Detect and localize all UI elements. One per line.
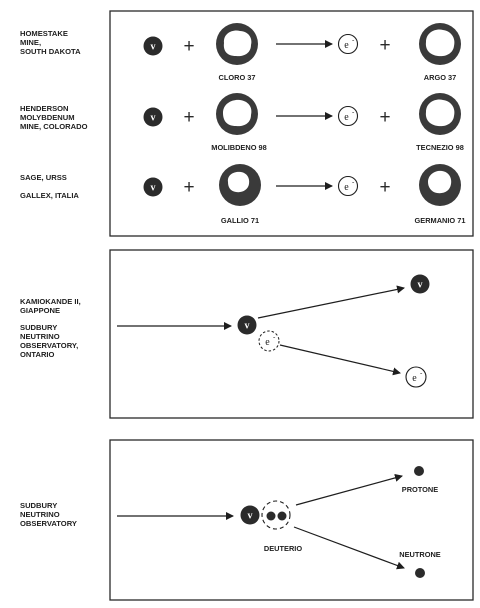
nucleus-core (425, 29, 455, 57)
electron-particle (337, 33, 359, 55)
neutrino-particle (143, 36, 163, 56)
electron-charge: - (352, 36, 355, 44)
panel3-labels: SUDBURY NEUTRINO OBSERVATORY (20, 501, 77, 528)
electron-charge: - (420, 369, 423, 377)
neutrino-symbol: v (418, 280, 423, 291)
nucleus-core (223, 30, 252, 57)
panel-deuterium-breakup (109, 439, 474, 601)
plus-sign: + (183, 107, 194, 128)
proton-arrow (295, 473, 403, 506)
detector-label-line: NEUTRINO (20, 332, 60, 341)
nucleus-core (428, 170, 452, 194)
detector-label-line: KAMIOKANDE II, (20, 297, 81, 306)
electron-particle (405, 366, 427, 388)
target-nucleus-label: CLORO 37 (219, 73, 256, 82)
row-label-line: MINE, (20, 38, 41, 47)
row-label-line: SOUTH DAKOTA (20, 47, 81, 56)
electron-charge: - (352, 108, 355, 116)
recoil-electron-arrow (279, 344, 401, 376)
row-label-line: GALLEX, ITALIA (20, 191, 79, 200)
scattered-neutrino-arrow (257, 285, 405, 319)
detector-label-line: SUDBURY (20, 323, 57, 332)
deuterium-nucleus (261, 500, 291, 530)
proton-particle (414, 466, 424, 476)
detector-label-line: SUDBURY (20, 501, 57, 510)
neutrino-particle (143, 107, 163, 127)
deuterium-label: DEUTERIO (264, 544, 302, 553)
electron-symbol: e (412, 373, 417, 384)
electron-symbol: e (344, 40, 349, 51)
neutrino-symbol: v (245, 321, 250, 332)
detector-label-line: OBSERVATORY, (20, 341, 78, 350)
plus-sign: + (379, 107, 390, 128)
target-nucleus-label: MOLIBDENO 98 (211, 143, 266, 152)
detector-label-line: OBSERVATORY (20, 519, 77, 528)
electron-particle (337, 105, 359, 127)
row-label-line: MINE, COLORADO (20, 122, 88, 131)
target-nucleus-label: GALLIO 71 (221, 216, 259, 225)
electron-charge: - (352, 178, 355, 186)
neutrino-particle (410, 274, 430, 294)
detector-label-line: NEUTRINO (20, 510, 60, 519)
plus-sign: + (183, 36, 194, 57)
neutrino-symbol: v (151, 42, 156, 53)
panel-elastic-scattering (109, 249, 474, 419)
neutron-arrow (293, 526, 405, 570)
neutrino-symbol: v (151, 113, 156, 124)
panel-radiochemical (109, 10, 474, 237)
neutrino-symbol: v (151, 183, 156, 194)
plus-sign: + (379, 177, 390, 198)
plus-sign: + (379, 35, 390, 56)
neutrino-particle (237, 315, 257, 335)
deuterium-boundary (261, 500, 291, 530)
proton-label: PROTONE (402, 485, 438, 494)
nucleus-core (425, 99, 455, 127)
row-label-line: HOMESTAKE (20, 29, 68, 38)
electron-particle-target (258, 330, 280, 352)
neutrino-symbol: v (248, 511, 253, 522)
detector-label-line: ONTARIO (20, 350, 55, 359)
neutron-label: NEUTRONE (399, 550, 441, 559)
electron-symbol: e (344, 112, 349, 123)
plus-sign: + (183, 177, 194, 198)
product-nucleus-label: ARGO 37 (424, 73, 456, 82)
row-label-line: HENDERSON (20, 104, 69, 113)
reaction-row-gallium: SAGE, URSS GALLEX, ITALIA v + GALLIO 71 … (20, 164, 465, 225)
neutrino-particle (240, 505, 260, 525)
reaction-row-chlorine: HOMESTAKE MINE, SOUTH DAKOTA v + CLORO 3… (20, 23, 461, 82)
detector-label-line: GIAPPONE (20, 306, 60, 315)
nucleus-core (227, 171, 250, 193)
row-label-line: MOLYBDENUM (20, 113, 75, 122)
panel2-labels: KAMIOKANDE II, GIAPPONE SUDBURY NEUTRINO… (20, 297, 81, 359)
electron-symbol: e (344, 182, 349, 193)
neutrino-particle (143, 177, 163, 197)
neutron-particle (415, 568, 425, 578)
reaction-row-molybdenum: HENDERSON MOLYBDENUM MINE, COLORADO v + … (20, 93, 464, 152)
nucleus-core (223, 99, 252, 127)
product-nucleus-label: GERMANIO 71 (415, 216, 466, 225)
electron-charge: - (273, 333, 276, 341)
row-label-line: SAGE, URSS (20, 173, 67, 182)
electron-symbol: e (265, 337, 270, 348)
neutron-particle (277, 511, 287, 521)
electron-particle (337, 175, 359, 197)
proton-particle (266, 511, 276, 521)
product-nucleus-label: TECNEZIO 98 (416, 143, 464, 152)
